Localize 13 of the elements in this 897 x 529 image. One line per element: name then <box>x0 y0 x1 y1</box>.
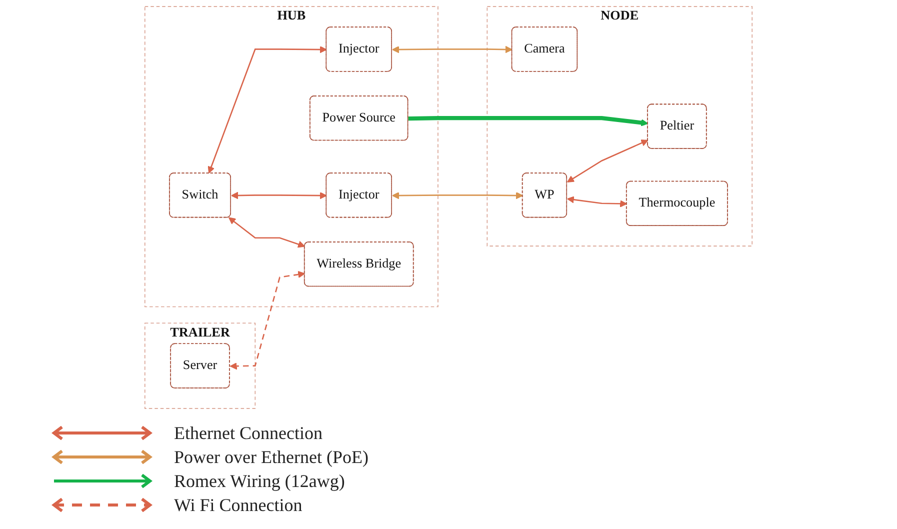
arrow <box>230 270 306 370</box>
arrow <box>392 46 512 54</box>
legend-label: Power over Ethernet (PoE) <box>174 446 368 468</box>
arrow <box>566 140 648 182</box>
legend-label: Wi Fi Connection <box>174 494 302 516</box>
arrow <box>230 192 327 200</box>
arrow <box>408 116 648 126</box>
arrow <box>208 46 327 174</box>
arrow <box>567 196 628 208</box>
arrow <box>392 192 524 200</box>
legend-label: Romex Wiring (12awg) <box>174 470 345 492</box>
legend-label: Ethernet Connection <box>174 422 322 444</box>
arrow <box>228 217 306 248</box>
